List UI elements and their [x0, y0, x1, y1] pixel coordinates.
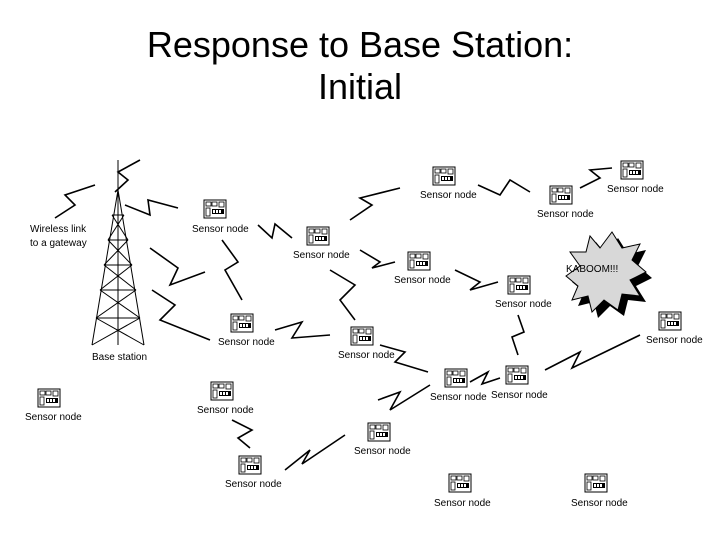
sensor-node-label: Sensor node [218, 337, 275, 348]
link-n4-n5 [579, 167, 613, 189]
link-n2-n8 [359, 249, 396, 269]
link-n1-mid [221, 239, 243, 301]
sensor-node-label: Sensor node [537, 209, 594, 220]
link-n15-n16 [231, 419, 254, 449]
title-line-2: Initial [317, 66, 403, 107]
sensor-node-label: Sensor node [571, 498, 628, 509]
link-n8-n9 [454, 269, 499, 291]
sensor-node: Sensor node [25, 388, 82, 423]
sensor-node: Sensor node [607, 160, 664, 195]
sensor-node: Sensor node [192, 199, 249, 235]
sensor-node-label: Sensor node [495, 299, 552, 310]
link-n12-n14 [377, 384, 431, 411]
sensor-node-label: Sensor node [434, 498, 491, 509]
link-n3-n4 [477, 178, 531, 197]
link-n9-n13 [511, 314, 526, 356]
sensor-node-label: Sensor node [491, 390, 548, 401]
link-n2-n3 [349, 187, 401, 221]
link-n11-n13 [544, 334, 641, 371]
sensor-node-label: Sensor node [646, 335, 703, 346]
radio-links [54, 159, 641, 471]
sensor-node: Sensor node [354, 422, 411, 457]
base-station-label: Base station [92, 352, 147, 363]
sensor-node-label: Sensor node [25, 412, 82, 423]
sensor-node: Sensor node [537, 185, 594, 220]
link-tower-n7 [151, 289, 211, 341]
link-n10-n12 [379, 344, 429, 373]
sensor-node: Sensor node [225, 455, 282, 490]
link-tower-left [54, 184, 96, 219]
sensor-node: Sensor node [338, 326, 395, 361]
gateway-label-line-1: Wireless link [30, 224, 87, 235]
link-n1-n2 [257, 222, 293, 240]
sensor-node: Sensor node [571, 473, 628, 509]
sensor-node: Sensor node [491, 365, 548, 401]
sensor-node: Sensor node [293, 226, 350, 261]
sensor-node-label: Sensor node [394, 275, 451, 286]
link-tower-n6 [149, 247, 206, 287]
title-line-1: Response to Base Station: [146, 24, 574, 65]
sensor-node: Sensor node [197, 381, 254, 416]
sensor-node-label: Sensor node [293, 250, 350, 261]
sensor-node-label: Sensor node [607, 184, 664, 195]
sensor-node: Sensor node [434, 473, 491, 509]
link-n7-n10 [274, 320, 331, 339]
sensor-node-label: Sensor node [197, 405, 254, 416]
sensor-node: Sensor node [430, 368, 487, 403]
sensor-node-label: Sensor node [420, 190, 477, 201]
link-tower-top [114, 159, 141, 193]
sensor-node-label: Sensor node [338, 350, 395, 361]
link-n12-n13 [469, 370, 501, 386]
gateway-label-line-2: to a gateway [30, 238, 87, 249]
sensor-node-label: Sensor node [430, 392, 487, 403]
sensor-node-label: Sensor node [225, 479, 282, 490]
sensor-node: Sensor node [646, 311, 703, 346]
sensor-node-label: Sensor node [192, 224, 249, 235]
sensor-node: Sensor node [218, 313, 275, 348]
link-tower-n1 [124, 198, 179, 217]
slide-title: Response to Base Station: Initial [0, 24, 720, 108]
link-n16-n14 [284, 434, 346, 471]
sensor-node: Sensor node [495, 275, 552, 310]
base-station-tower [91, 160, 145, 346]
sensor-node: Sensor node [420, 166, 477, 201]
link-n2-n10 [329, 269, 357, 321]
explosion-label: KABOOM!!! [566, 264, 618, 275]
explosion-burst: KABOOM!!! [565, 231, 652, 318]
sensor-node-label: Sensor node [354, 446, 411, 457]
sensor-node: Sensor node [394, 251, 451, 286]
